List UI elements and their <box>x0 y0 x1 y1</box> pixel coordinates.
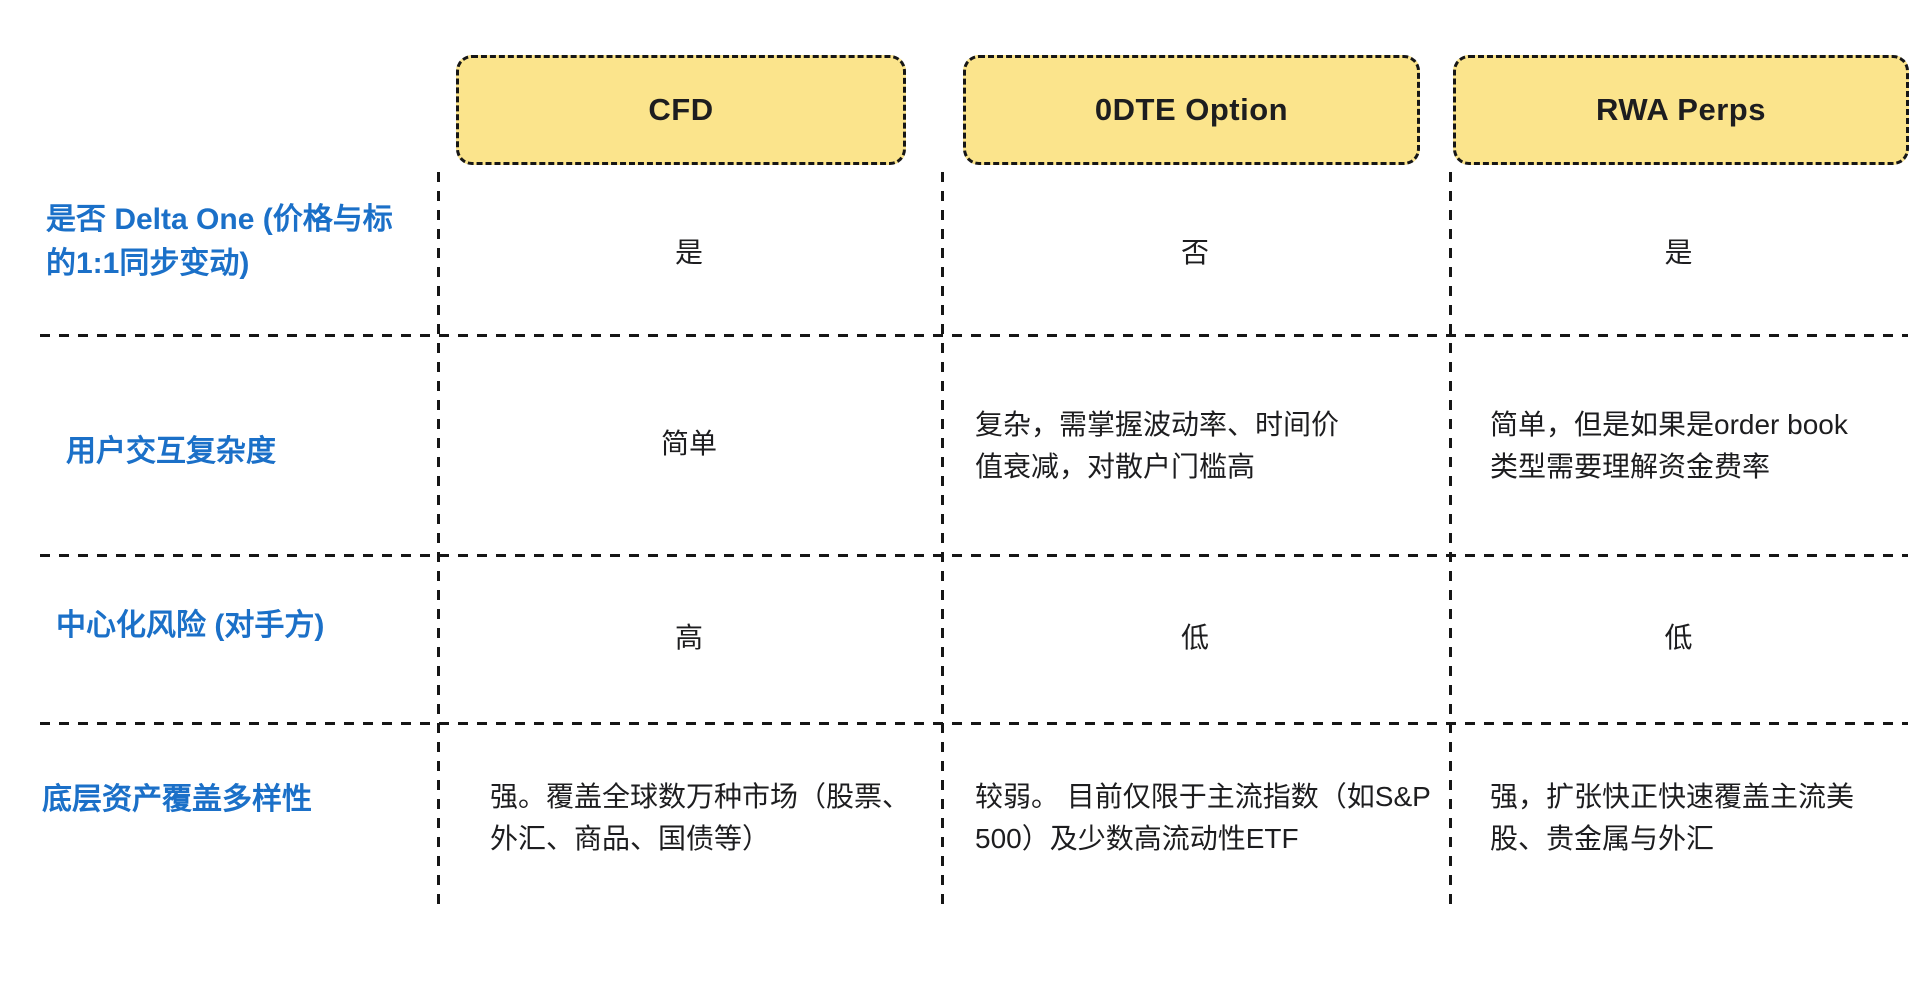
column-header-0dte-option: 0DTE Option <box>963 55 1420 165</box>
table-cell: 低 <box>1180 622 1209 653</box>
column-divider-line <box>437 172 440 912</box>
column-divider-line <box>1449 172 1452 912</box>
table-cell: 是 <box>1664 237 1693 268</box>
column-header-cfd: CFD <box>456 55 906 165</box>
row-label-underlying-asset-coverage: 底层资产覆盖多样性 <box>42 783 312 816</box>
column-header-label: 0DTE Option <box>1094 92 1289 127</box>
table-cell: 简单 <box>660 428 717 459</box>
row-divider-line <box>40 554 1908 557</box>
table-cell: 简单，但是如果是order book类型需要理解资金费率 <box>1490 409 1848 482</box>
column-header-rwa-perps: RWA Perps <box>1453 55 1909 165</box>
table-cell: 低 <box>1664 622 1693 653</box>
row-divider-line <box>40 334 1908 337</box>
row-label-centralization-risk: 中心化风险 (对手方) <box>56 609 325 642</box>
table-cell: 高 <box>674 622 703 653</box>
column-header-label: CFD <box>648 92 714 127</box>
column-header-label: RWA Perps <box>1596 92 1766 127</box>
table-cell: 强。覆盖全球数万种市场（股票、外汇、商品、国债等） <box>490 781 911 854</box>
row-label-user-interaction-complexity: 用户交互复杂度 <box>66 435 276 468</box>
table-cell: 否 <box>1180 237 1209 268</box>
table-cell: 较弱。 目前仅限于主流指数（如S&P 500）及少数高流动性ETF <box>975 781 1431 854</box>
table-cell: 强，扩张快正快速覆盖主流美股、贵金属与外汇 <box>1490 781 1855 854</box>
table-cell: 复杂，需掌握波动率、时间价值衰减，对散户门槛高 <box>975 409 1340 482</box>
table-cell: 是 <box>674 237 703 268</box>
row-label-delta-one: 是否 Delta One (价格与标的1:1同步变动) <box>46 203 393 280</box>
column-divider-line <box>941 172 944 912</box>
row-divider-line <box>40 722 1908 725</box>
